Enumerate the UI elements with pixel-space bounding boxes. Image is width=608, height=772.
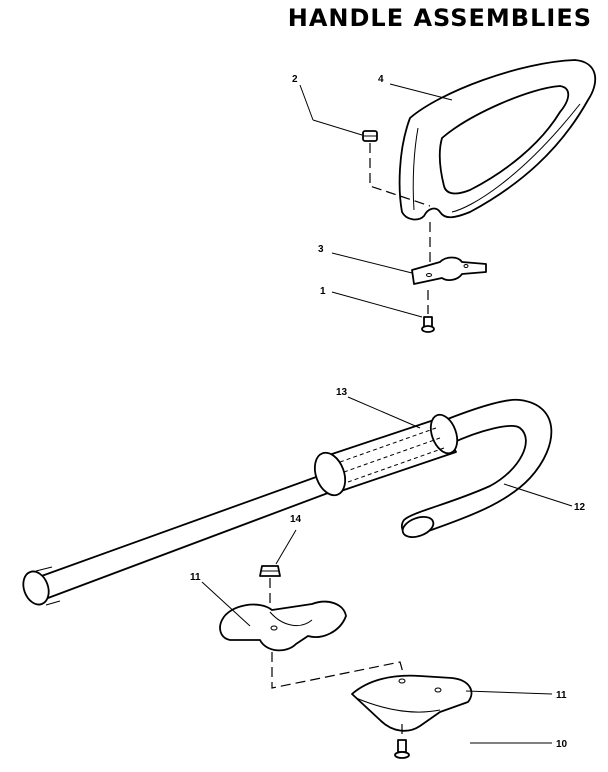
callout-13: 13 (336, 387, 348, 398)
bracket-part (411, 256, 487, 285)
lower-screw-part (394, 739, 410, 759)
nut-part (362, 130, 378, 142)
upper-clamp-part (219, 600, 347, 652)
callout-1: 1 (320, 286, 326, 297)
handle-grip-sleeve-part (313, 413, 459, 497)
callout-11-upper: 11 (190, 572, 201, 583)
handle-bar-part (22, 398, 553, 606)
callout-2: 2 (292, 74, 298, 85)
callout-10: 10 (556, 739, 568, 750)
nut-lower-part (259, 565, 281, 577)
callout-14: 14 (290, 514, 302, 525)
lower-clamp-part (351, 674, 473, 732)
callout-12: 12 (574, 502, 586, 513)
callout-11-lower: 11 (556, 690, 567, 701)
page-title: HANDLE ASSEMBLIES (287, 4, 592, 32)
callout-3: 3 (318, 244, 324, 255)
callout-4: 4 (378, 74, 384, 85)
screw-part (421, 316, 435, 333)
handle-grip-part (398, 59, 596, 221)
